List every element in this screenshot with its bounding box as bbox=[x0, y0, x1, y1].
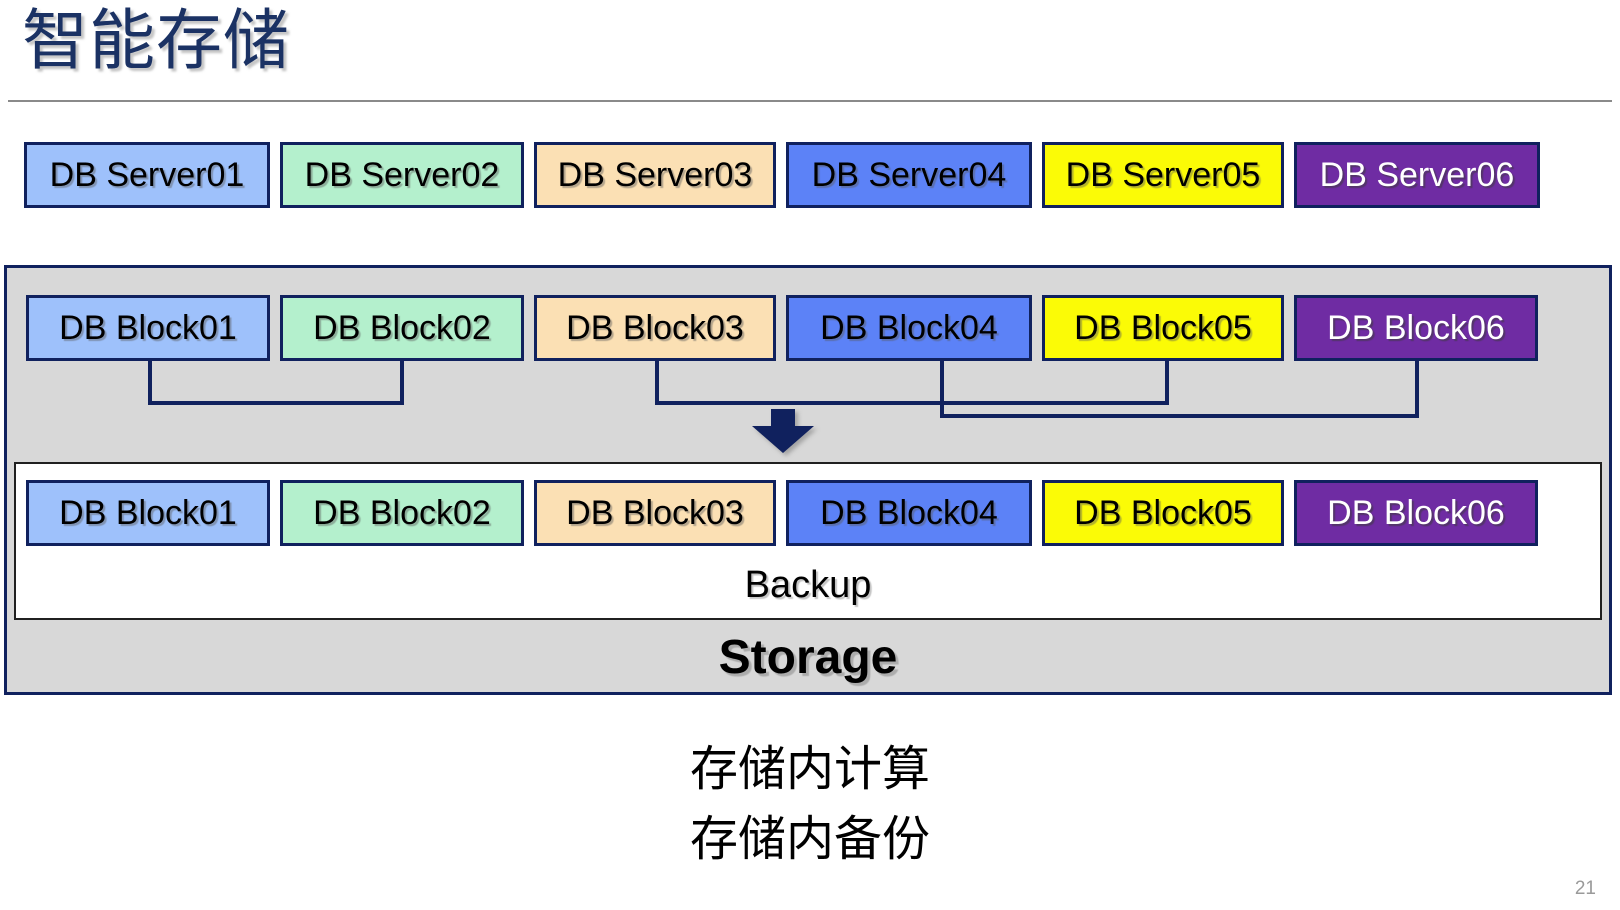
db-block-top-box-4[interactable]: DB Block04 bbox=[786, 295, 1032, 361]
db-block-bottom-box-1[interactable]: DB Block01 bbox=[26, 480, 270, 546]
db-server-box-3[interactable]: DB Server03 bbox=[534, 142, 776, 208]
db-server-box-2[interactable]: DB Server02 bbox=[280, 142, 524, 208]
db-server-box-6[interactable]: DB Server06 bbox=[1294, 142, 1540, 208]
db-block-top-box-3[interactable]: DB Block03 bbox=[534, 295, 776, 361]
down-arrow-icon bbox=[752, 409, 814, 453]
db-block-bottom-box-4[interactable]: DB Block04 bbox=[786, 480, 1032, 546]
title-divider bbox=[8, 100, 1612, 102]
connector-vertical-4 bbox=[940, 361, 944, 418]
db-block-top-box-1[interactable]: DB Block01 bbox=[26, 295, 270, 361]
connector-vertical-6 bbox=[1415, 361, 1419, 418]
page-number: 21 bbox=[1574, 878, 1596, 899]
caption-line-2: 存储内备份 bbox=[689, 812, 930, 866]
db-server-box-5[interactable]: DB Server05 bbox=[1042, 142, 1284, 208]
connector-horizontal-2 bbox=[655, 401, 1169, 405]
connector-horizontal-1 bbox=[148, 401, 404, 405]
db-block-top-box-2[interactable]: DB Block02 bbox=[280, 295, 524, 361]
db-block-bottom-box-6[interactable]: DB Block06 bbox=[1294, 480, 1538, 546]
db-server-box-4[interactable]: DB Server04 bbox=[786, 142, 1032, 208]
connector-vertical-5 bbox=[1165, 361, 1169, 405]
caption-line-1: 存储内计算 bbox=[689, 743, 930, 796]
caption-block: 存储内计算 存储内备份 bbox=[0, 735, 1620, 874]
connector-vertical-1 bbox=[148, 361, 152, 405]
connector-horizontal-3 bbox=[940, 414, 1419, 418]
db-block-top-box-6[interactable]: DB Block06 bbox=[1294, 295, 1538, 361]
db-block-bottom-box-2[interactable]: DB Block02 bbox=[280, 480, 524, 546]
db-block-bottom-box-5[interactable]: DB Block05 bbox=[1042, 480, 1284, 546]
storage-label: Storage bbox=[718, 631, 898, 684]
page-title: 智能存储 bbox=[22, 3, 290, 77]
db-block-top-box-5[interactable]: DB Block05 bbox=[1042, 295, 1284, 361]
connector-vertical-2 bbox=[400, 361, 404, 405]
db-block-bottom-box-3[interactable]: DB Block03 bbox=[534, 480, 776, 546]
connector-vertical-3 bbox=[655, 361, 659, 405]
db-server-box-1[interactable]: DB Server01 bbox=[24, 142, 270, 208]
backup-label: Backup bbox=[744, 564, 872, 606]
